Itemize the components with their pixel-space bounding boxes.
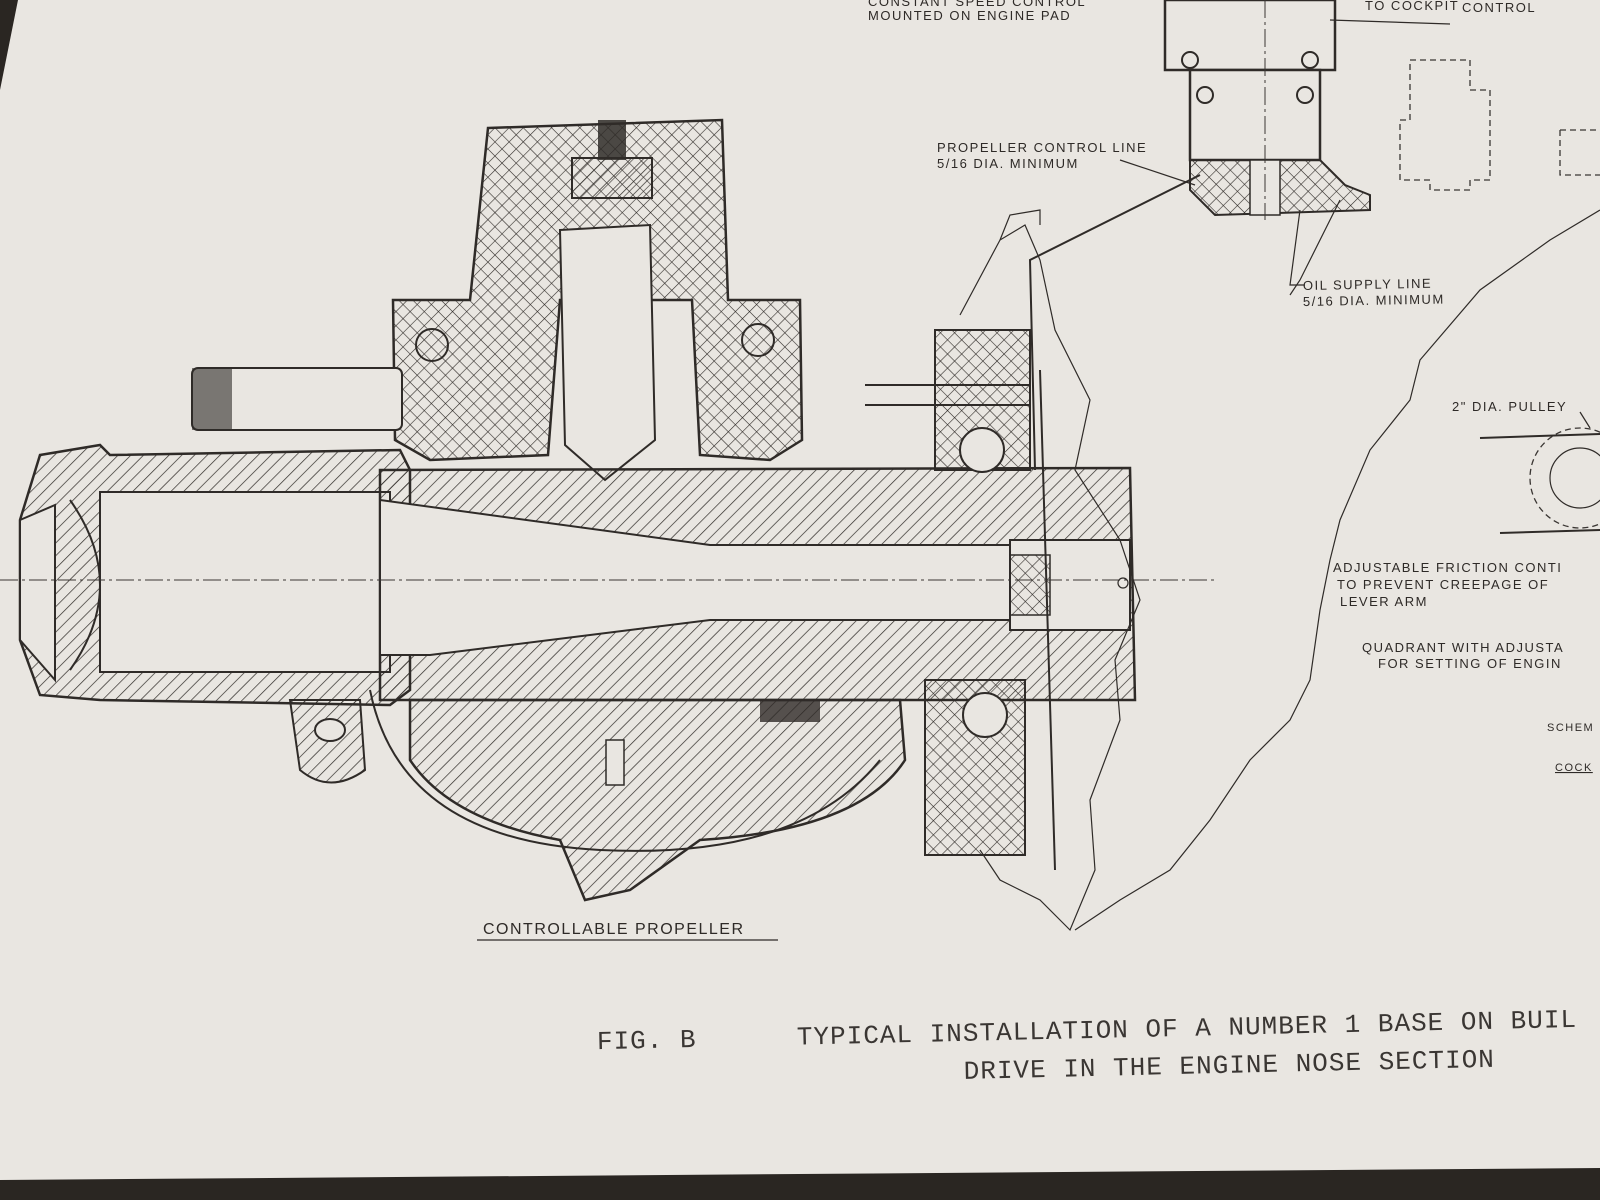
side-bolt-right (741, 323, 775, 357)
label-oil-line-dia: 5/16 DIA. MINIMUM (1303, 292, 1445, 309)
cockpit-schematic (1074, 209, 1600, 931)
engine-nose-outline (959, 224, 1141, 932)
nose-step-outline (999, 209, 1041, 241)
oil-supply-line (1289, 199, 1341, 296)
lower-key (760, 700, 820, 722)
blade-socket (558, 223, 657, 482)
label-control: CONTROL (1462, 0, 1536, 15)
leader-oil-line (1289, 209, 1305, 286)
pulley-top-arm (1479, 433, 1600, 439)
label-constant-speed-1: CONSTANT SPEED CONTROL (868, 0, 1086, 9)
shaft-pin (1117, 577, 1129, 589)
cylinder-bore (99, 491, 391, 673)
caption-fig: FIG. B (597, 1025, 697, 1057)
cockpit-line (1329, 19, 1451, 25)
pulley (1529, 427, 1600, 529)
bearing-ball-upper (959, 427, 1005, 473)
upper-boss-cap (192, 368, 232, 430)
label-schem: SCHEM (1547, 722, 1594, 734)
side-bolt-left (415, 328, 449, 362)
control-head (1163, 0, 1337, 72)
label-prop-line-dia: 5/16 DIA. MINIMUM (937, 156, 1079, 171)
label-quadrant-2: FOR SETTING OF ENGIN (1378, 656, 1562, 671)
constant-speed-control (1163, 0, 1600, 220)
pulley-inner (1549, 447, 1600, 509)
lower-arc (369, 689, 881, 852)
shaft-thread (1009, 554, 1051, 616)
piston-arc (69, 499, 101, 671)
label-friction-2: TO PREVENT CREEPAGE OF (1337, 577, 1549, 592)
panel-outline (1074, 209, 1600, 931)
control-bolt-1 (1181, 51, 1199, 69)
shaft-bore (379, 498, 1011, 656)
control-bolt-4 (1296, 86, 1314, 104)
pulley-bottom-arm (1499, 529, 1600, 534)
label-constant-speed-2: MOUNTED ON ENGINE PAD (868, 8, 1071, 23)
bearing-ball-lower (962, 692, 1008, 738)
leader-prop-line (1119, 159, 1196, 186)
propeller-control-line (1028, 174, 1201, 471)
thrust-rod (1039, 369, 1056, 871)
label-friction-3: LEVER ARM (1340, 594, 1428, 609)
bearing-lower (924, 679, 1026, 856)
control-bolt-3 (1196, 86, 1214, 104)
lower-housing (408, 698, 907, 902)
bolt-upper (865, 384, 1030, 406)
cylinder-end-cap (19, 503, 56, 683)
label-cock: COCK (1555, 762, 1593, 774)
label-to-cockpit: TO COCKPIT (1365, 0, 1459, 13)
control-bolt-2 (1301, 51, 1319, 69)
socket-bolt (598, 120, 626, 160)
label-controllable-propeller: CONTROLLABLE PROPELLER (483, 921, 745, 938)
pulley-leader (1579, 411, 1591, 429)
propeller-hub-section (0, 118, 1215, 932)
control-body (1188, 68, 1322, 162)
dashed-bracket (1399, 59, 1491, 191)
socket-nut (571, 157, 653, 199)
label-propeller-control-line: PROPELLER CONTROL LINE (937, 140, 1147, 155)
dashed-bracket-2 (1559, 129, 1600, 176)
label-quadrant-1: QUADRANT WITH ADJUSTA (1362, 640, 1564, 655)
lug-hole (314, 718, 346, 742)
grease-fitting (605, 739, 625, 786)
label-friction-1: ADJUSTABLE FRICTION CONTI (1333, 560, 1562, 575)
label-oil-supply-line: OIL SUPPLY LINE (1303, 276, 1432, 293)
label-pulley: 2" DIA. PULLEY (1452, 399, 1567, 414)
